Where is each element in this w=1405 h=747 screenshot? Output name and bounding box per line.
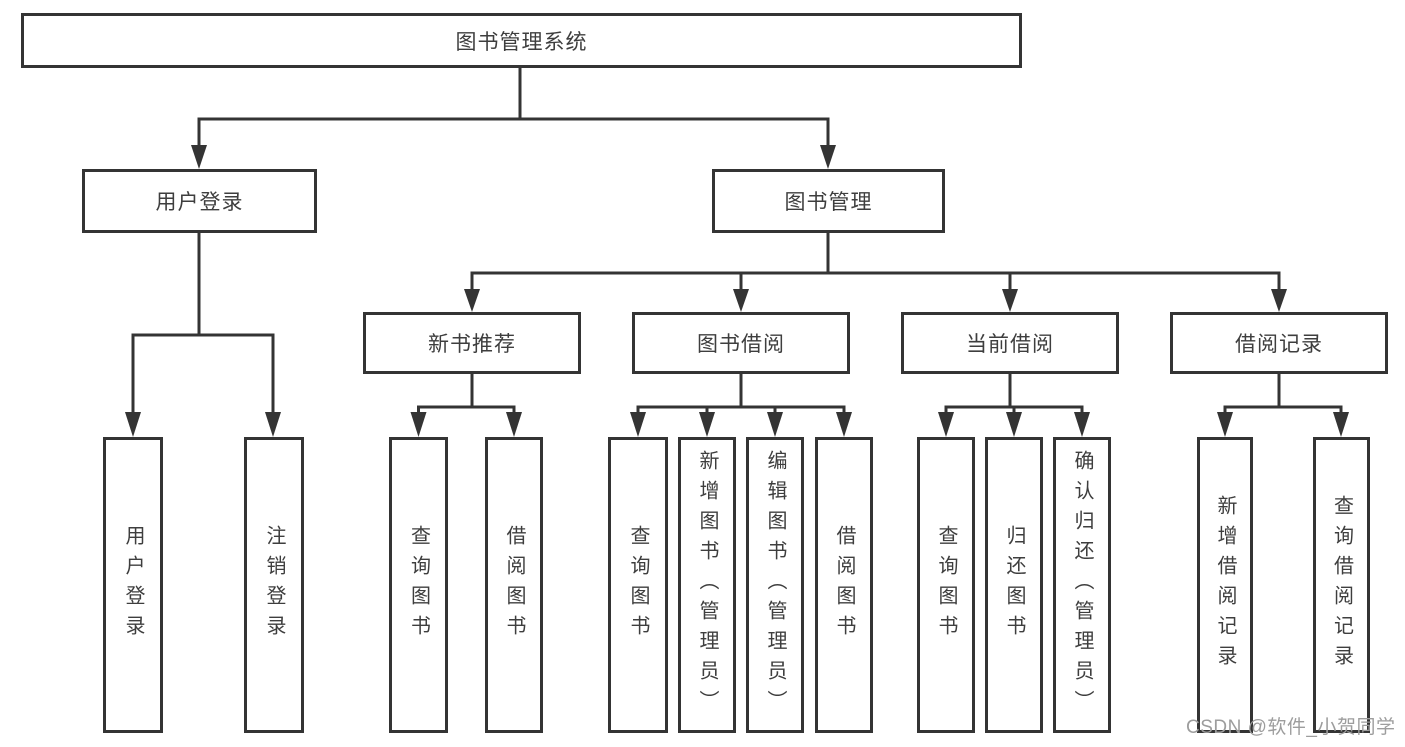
node-new-book-recommend-label: 新书推荐 [428, 333, 516, 356]
connector-current-borrow-to-leaves [938, 374, 1090, 437]
node-root-system-label: 图书管理系统 [455, 30, 588, 54]
leaf-confirm-return-admin-label: 确认归还（管理员） [1071, 450, 1093, 720]
leaf-query-books-current: 查询图书 [917, 437, 975, 733]
connector-book-management-to-modules [464, 233, 1287, 312]
leaf-query-borrow-record-label: 查询借阅记录 [1330, 495, 1353, 675]
leaf-add-books-admin-label: 新增图书（管理员） [696, 450, 718, 720]
connector-user-login-to-leaves [125, 233, 281, 437]
leaf-query-books-borrow-label: 查询图书 [627, 525, 649, 645]
leaf-borrow-books-label: 借阅图书 [833, 525, 855, 645]
leaf-borrow-books: 借阅图书 [815, 437, 873, 733]
connector-book-borrow-to-leaves [630, 374, 852, 437]
node-book-borrow-label: 图书借阅 [697, 333, 785, 356]
leaf-user-login-label: 用户登录 [122, 525, 144, 645]
leaf-query-books-borrow: 查询图书 [608, 437, 668, 733]
leaf-borrow-books-recommend-label: 借阅图书 [503, 525, 525, 645]
node-book-borrow: 图书借阅 [632, 312, 850, 374]
leaf-confirm-return-admin: 确认归还（管理员） [1053, 437, 1111, 733]
leaf-edit-books-admin: 编辑图书（管理员） [746, 437, 804, 733]
leaf-edit-books-admin-label: 编辑图书（管理员） [764, 450, 786, 720]
leaf-query-books-current-label: 查询图书 [935, 525, 957, 645]
leaf-return-books-label: 归还图书 [1003, 525, 1025, 645]
node-book-management-branch: 图书管理 [712, 169, 945, 233]
connector-borrow-records-to-leaves [1217, 374, 1349, 437]
leaf-query-books-recommend-label: 查询图书 [407, 525, 430, 645]
leaf-user-login: 用户登录 [103, 437, 163, 733]
csdn-watermark: CSDN @软件_小贺同学 [1186, 717, 1396, 738]
node-current-borrow: 当前借阅 [901, 312, 1119, 374]
node-book-management-branch-label: 图书管理 [784, 191, 873, 214]
node-user-login-branch: 用户登录 [82, 169, 317, 233]
leaf-logout: 注销登录 [244, 437, 304, 733]
node-user-login-branch-label: 用户登录 [155, 191, 244, 214]
leaf-return-books: 归还图书 [985, 437, 1043, 733]
leaf-query-borrow-record: 查询借阅记录 [1313, 437, 1370, 733]
node-new-book-recommend: 新书推荐 [363, 312, 581, 374]
leaf-add-books-admin: 新增图书（管理员） [678, 437, 736, 733]
leaf-logout-label: 注销登录 [263, 525, 285, 645]
connector-root-to-branches [191, 67, 836, 169]
node-current-borrow-label: 当前借阅 [966, 333, 1054, 356]
leaf-borrow-books-recommend: 借阅图书 [485, 437, 543, 733]
leaf-query-books-recommend: 查询图书 [389, 437, 448, 733]
leaf-add-borrow-record: 新增借阅记录 [1197, 437, 1253, 733]
node-borrow-records-label: 借阅记录 [1235, 333, 1323, 356]
node-borrow-records: 借阅记录 [1170, 312, 1388, 374]
leaf-add-borrow-record-label: 新增借阅记录 [1214, 495, 1236, 675]
connector-new-book-recommend-to-leaves [410, 374, 522, 437]
node-root-system: 图书管理系统 [21, 13, 1022, 68]
